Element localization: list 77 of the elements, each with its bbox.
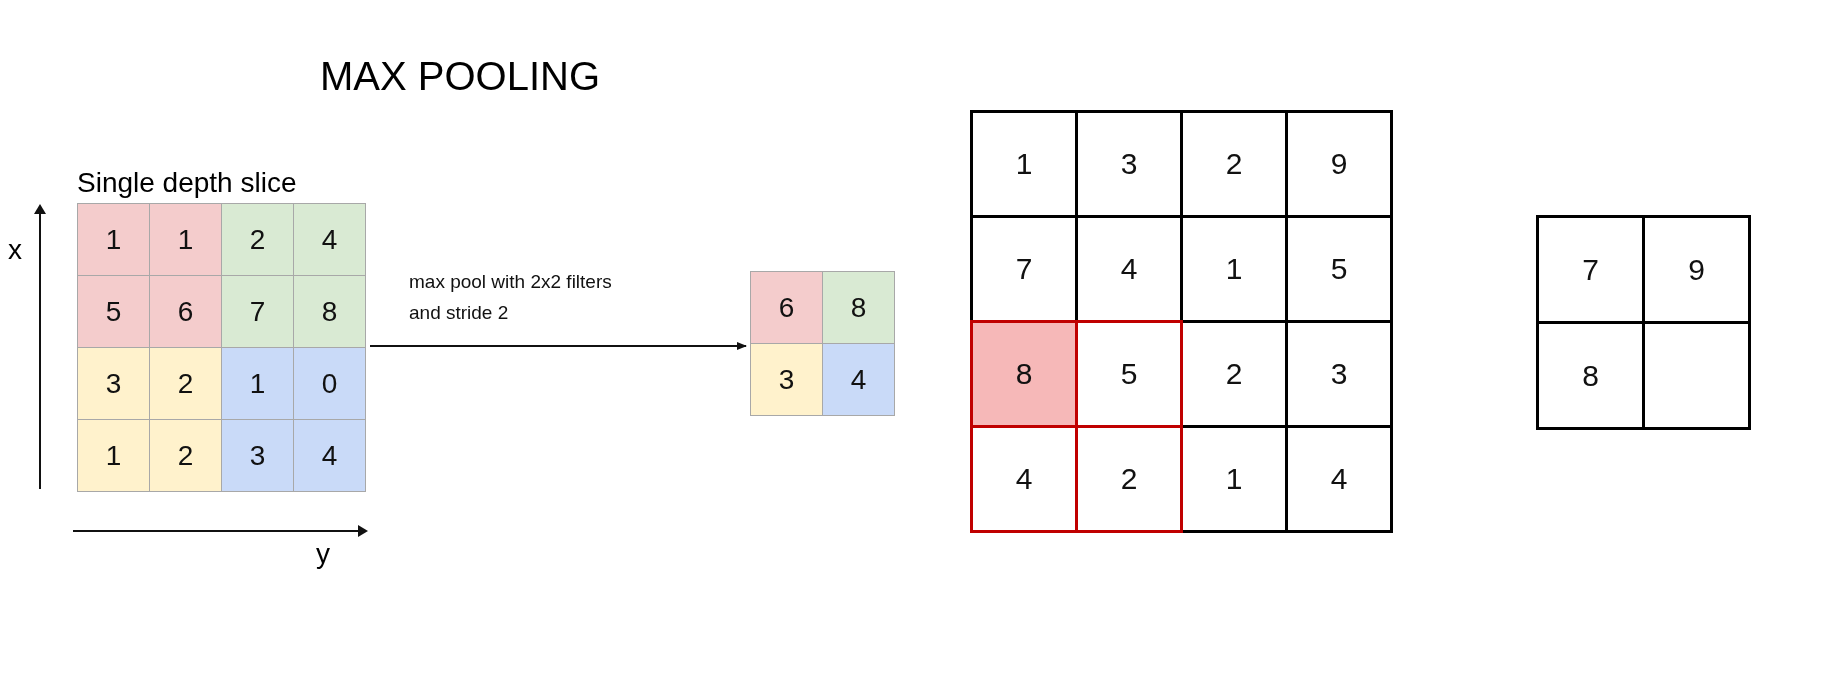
cell-number: 2 [249, 225, 266, 254]
cell-number: 0 [321, 369, 338, 398]
grid-cell [1075, 320, 1183, 428]
cell-number: 2 [177, 441, 194, 470]
cell-number: 7 [249, 297, 266, 326]
cell-number: 2 [1120, 464, 1138, 494]
grid-heading: Single depth slice [77, 169, 297, 197]
grid-cell [221, 419, 294, 492]
grid-cell [1285, 425, 1393, 533]
grid-cell [149, 203, 222, 276]
grid-cell [1285, 110, 1393, 218]
cell-number: 9 [1330, 149, 1348, 179]
cell-number: 1 [105, 441, 122, 470]
grid-cell [822, 271, 895, 344]
cell-number: 4 [1120, 254, 1138, 284]
cell-number: 7 [1582, 254, 1599, 285]
cell-number: 4 [321, 441, 338, 470]
grid-cell [149, 347, 222, 420]
cell-number: 3 [1120, 149, 1138, 179]
grid-table [1536, 215, 1751, 430]
grid-cell [77, 419, 150, 492]
cell-number: 8 [1015, 359, 1033, 389]
grid-cell [293, 419, 366, 492]
grid-cell [822, 343, 895, 416]
grid-cell [750, 271, 823, 344]
grid-table [970, 110, 1393, 533]
cell-number: 5 [1120, 359, 1138, 389]
grid-cell [970, 320, 1078, 428]
cell-number: 8 [850, 293, 867, 322]
axis-label: x [8, 236, 22, 264]
cell-number: 7 [1015, 254, 1033, 284]
grid-cell [750, 343, 823, 416]
grid-cell [970, 425, 1078, 533]
grid-cell [293, 275, 366, 348]
arrow [369, 342, 747, 350]
grid-cell [293, 347, 366, 420]
grid-cell [1536, 215, 1645, 324]
title: MAX POOLING [320, 56, 601, 96]
cell-number: 2 [1225, 359, 1243, 389]
grid-cell [77, 275, 150, 348]
grid-cell [221, 203, 294, 276]
cell-number: 4 [321, 225, 338, 254]
grid-cell [77, 347, 150, 420]
cell-number: 6 [177, 297, 194, 326]
cell-number: 5 [1330, 254, 1348, 284]
cell-number: 1 [249, 369, 266, 398]
cell-number: 3 [778, 365, 795, 394]
grid-cell [221, 347, 294, 420]
axis-label: y [316, 540, 330, 568]
cell-number: 1 [1225, 254, 1243, 284]
cell-number: 3 [1330, 359, 1348, 389]
cell-number: 6 [778, 293, 795, 322]
cell-number: 4 [850, 365, 867, 394]
cell-number: 8 [321, 297, 338, 326]
grid-cell [1536, 321, 1645, 430]
grid-cell [149, 419, 222, 492]
cell-number: 3 [249, 441, 266, 470]
cell-number: 1 [1015, 149, 1033, 179]
grid-cell [293, 203, 366, 276]
cell-number: 8 [1582, 360, 1599, 391]
grid-table [750, 271, 895, 416]
cell-number: 1 [1225, 464, 1243, 494]
cell-number: 5 [105, 297, 122, 326]
grid-cell [221, 275, 294, 348]
cell-number: 4 [1015, 464, 1033, 494]
cell-number: 3 [105, 369, 122, 398]
grid-cell [1075, 425, 1183, 533]
grid-cell [970, 110, 1078, 218]
cell-number: 9 [1688, 254, 1705, 285]
cell-number: 1 [177, 225, 194, 254]
grid-cell [1642, 215, 1751, 324]
cell-number: 2 [1225, 149, 1243, 179]
cell-number: 2 [177, 369, 194, 398]
cell-number: 1 [105, 225, 122, 254]
cell-number: 4 [1330, 464, 1348, 494]
grid-cell [77, 203, 150, 276]
grid-cell [149, 275, 222, 348]
